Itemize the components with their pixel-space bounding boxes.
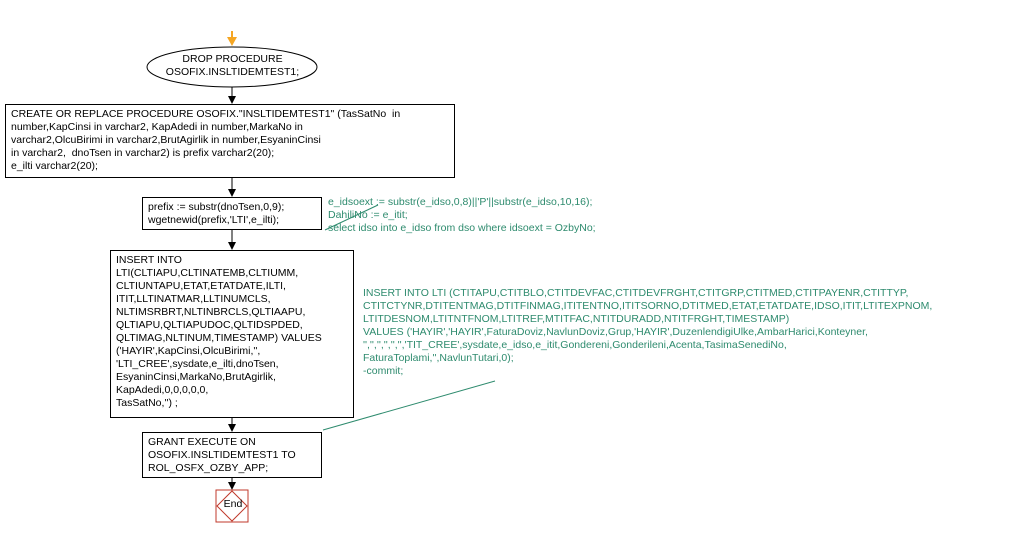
start-arrow-head bbox=[227, 37, 237, 46]
start-ellipse-label: DROP PROCEDURE OSOFIX.INSLTIDEMTEST1; bbox=[165, 53, 300, 78]
comment-prefix-link bbox=[324, 204, 379, 231]
connector-5-head bbox=[228, 482, 236, 490]
end-label: End bbox=[223, 498, 243, 510]
comment-insert-link bbox=[322, 380, 496, 431]
end-node-square bbox=[215, 489, 249, 523]
grant-execute-step: GRANT EXECUTE ON OSOFIX.INSLTIDEMTEST1 T… bbox=[142, 432, 322, 478]
create-procedure-step: CREATE OR REPLACE PROCEDURE OSOFIX."INSL… bbox=[5, 104, 455, 178]
end-node-diamond bbox=[216, 490, 248, 522]
connector-2-head bbox=[228, 189, 236, 197]
prefix-step: prefix := substr(dnoTsen,0,9); wgetnewid… bbox=[142, 197, 322, 230]
connector-3-head bbox=[228, 242, 236, 250]
connector-4-head bbox=[228, 424, 236, 432]
comment-insert: INSERT INTO LTI (CTITAPU,CTITBLO,CTITDEV… bbox=[363, 287, 933, 377]
comment-prefix: e_idsoext := substr(e_idso,0,8)||'P'||su… bbox=[328, 196, 596, 234]
connector-1-head bbox=[228, 96, 236, 104]
insert-lti-step: INSERT INTO LTI(CLTIAPU,CLTINATEMB,CLTIU… bbox=[110, 250, 354, 418]
